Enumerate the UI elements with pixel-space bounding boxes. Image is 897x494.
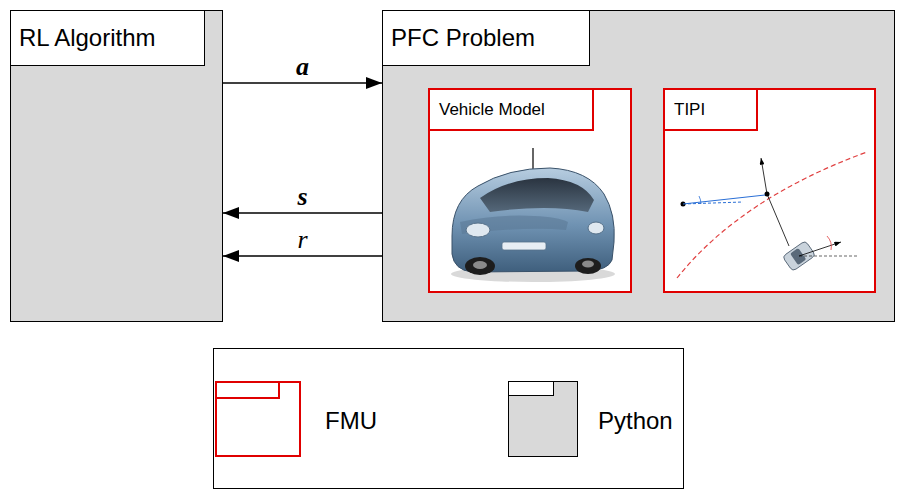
header-tab: PFC Problem [382,10,590,66]
python-box: RL Algorithm [10,10,223,322]
header-tab: TIPI [663,88,758,131]
vehicle-illustration [438,138,628,288]
node-title: RL Algorithm [19,11,156,65]
python-box: Vehicle Model TIPI PFC Problem [382,10,895,322]
node-title: PFC Problem [391,11,535,65]
fmu-box: TIPI [663,88,876,293]
legend-label: FMU [325,409,377,433]
fmu-symbol [215,381,301,457]
signal-label: r [297,227,307,253]
signal-arrow [223,82,382,84]
signal-label: s [297,184,307,210]
node-title: TIPI [674,90,705,129]
header-tab: RL Algorithm [10,10,205,66]
path-sketch-illustration [671,138,871,288]
signal-label: a [296,54,309,80]
python-symbol [508,381,578,457]
signal-arrow [223,255,382,257]
header-tab: Vehicle Model [428,88,594,131]
fmu-box: Vehicle Model [428,88,632,293]
legend-box: FMU Python [213,348,684,489]
signal-arrow [223,212,382,214]
legend-label: Python [598,409,673,433]
node-title: Vehicle Model [439,90,545,129]
